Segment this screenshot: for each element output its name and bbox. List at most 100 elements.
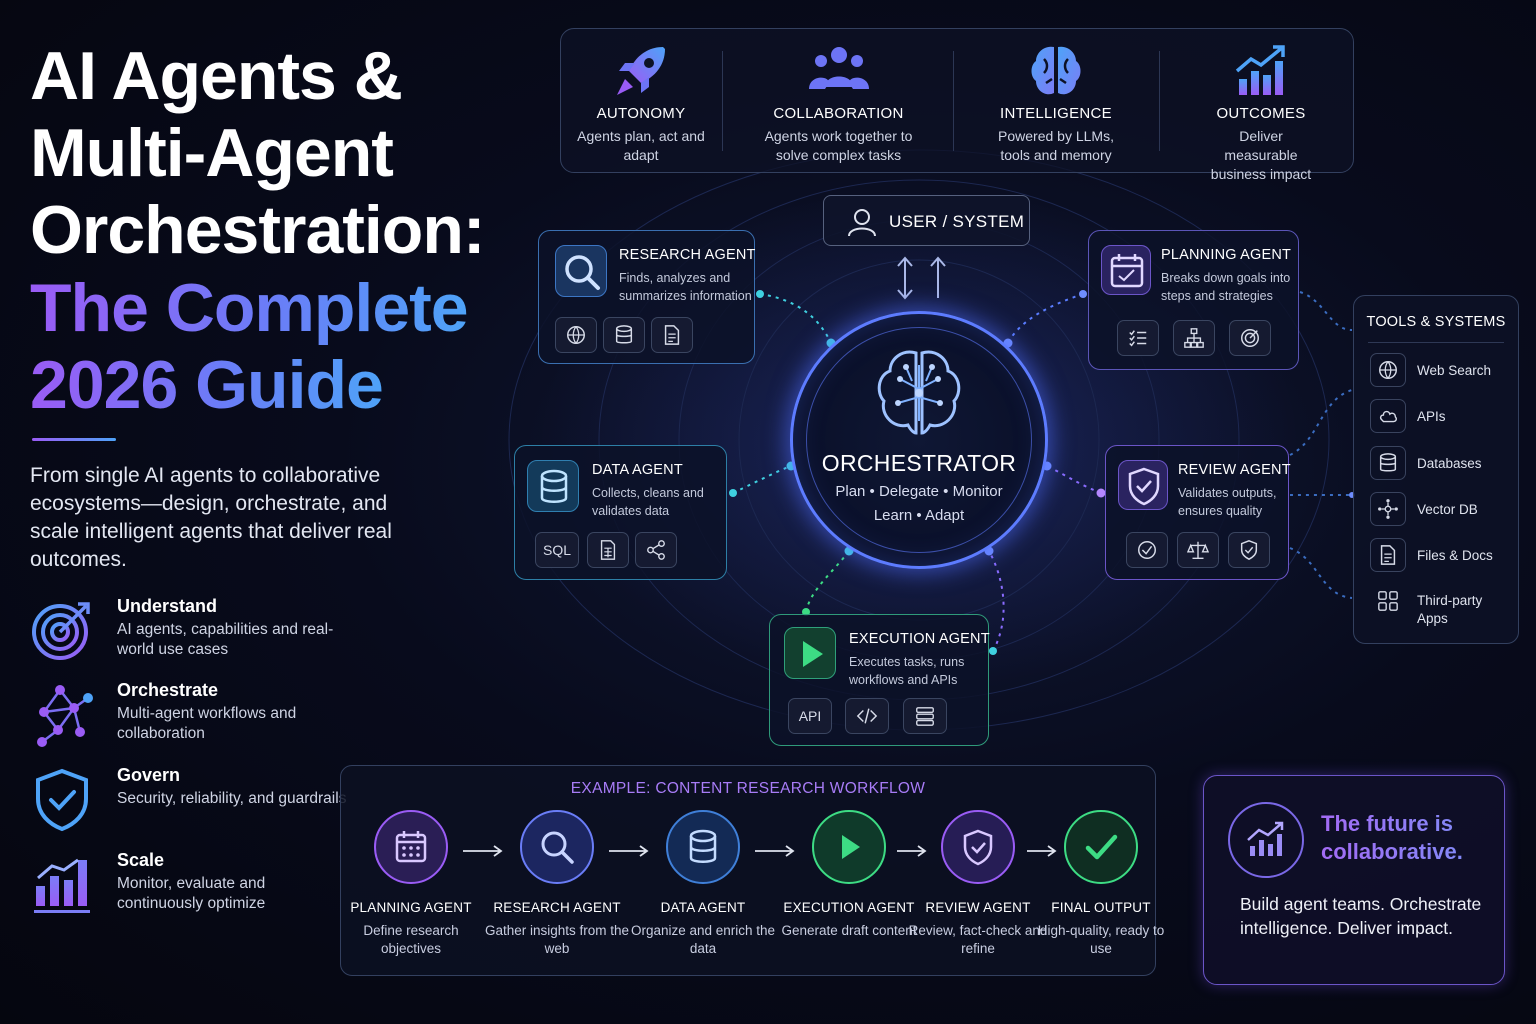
network-icon bbox=[37, 685, 93, 747]
step-desc: Gather insights from the web bbox=[484, 923, 630, 956]
page-title-line-3: Orchestration: bbox=[30, 192, 486, 268]
file-icon bbox=[1380, 545, 1396, 565]
execution-agent-title: EXECUTION AGENT bbox=[849, 631, 990, 647]
step-desc: Organize and enrich the data bbox=[630, 923, 776, 956]
future-callout: The future is collaborative. Build agent… bbox=[1203, 775, 1505, 985]
step-title: RESEARCH AGENT bbox=[493, 900, 621, 915]
check-circle-icon bbox=[1138, 541, 1156, 559]
database-icon bbox=[1379, 453, 1397, 472]
api-chip[interactable]: API bbox=[788, 698, 832, 734]
step-icon-circle bbox=[812, 810, 886, 884]
web-chip[interactable] bbox=[555, 317, 597, 353]
calendar-icon bbox=[1110, 254, 1144, 288]
banner-collaboration: COLLABORATION Agents work together to so… bbox=[746, 29, 931, 174]
shield-check-icon bbox=[1128, 467, 1160, 506]
vector-icon bbox=[1378, 499, 1398, 519]
orchestrator-inner-ring bbox=[806, 327, 1032, 553]
banner-title: INTELLIGENCE bbox=[1000, 105, 1112, 122]
bar-chart-icon bbox=[34, 858, 90, 913]
data-agent-title: DATA AGENT bbox=[592, 462, 683, 478]
step-title: PLANNING AGENT bbox=[350, 900, 472, 915]
target-chip[interactable] bbox=[1229, 320, 1271, 356]
tool-label: Web Search bbox=[1417, 363, 1492, 378]
shield-check-icon bbox=[963, 829, 993, 866]
step-title: REVIEW AGENT bbox=[925, 900, 1031, 915]
future-body: Build agent teams. Orchestrate intellige… bbox=[1240, 894, 1482, 938]
step-icon-circle bbox=[374, 810, 448, 884]
banner-desc: Deliver measurable business impact bbox=[1210, 128, 1312, 182]
banner-autonomy: AUTONOMY Agents plan, act and adapt bbox=[561, 29, 721, 174]
planning-agent-title: PLANNING AGENT bbox=[1161, 247, 1292, 263]
tool-files-docs[interactable]: Files & Docs bbox=[1370, 536, 1515, 574]
document-icon bbox=[664, 325, 680, 345]
step-icon-circle bbox=[941, 810, 1015, 884]
pillar-desc: Security, reliability, and guardrails bbox=[117, 790, 347, 807]
banner-title: AUTONOMY bbox=[596, 105, 686, 122]
tool-third-party-apps[interactable]: Third-party Apps bbox=[1370, 582, 1515, 632]
review-agent-card[interactable]: REVIEW AGENT Validates outputs, ensures … bbox=[1105, 445, 1291, 580]
database-icon bbox=[689, 829, 717, 863]
page-title-line-1: AI Agents & bbox=[30, 38, 403, 114]
hierarchy-icon bbox=[1184, 328, 1204, 348]
workflow-panel: EXAMPLE: CONTENT RESEARCH WORKFLOW PLANN… bbox=[340, 765, 1164, 976]
tool-label: Files & Docs bbox=[1417, 548, 1493, 563]
tool-web-search[interactable]: Web Search bbox=[1370, 351, 1515, 389]
globe-icon bbox=[567, 326, 585, 344]
checklist-chip[interactable] bbox=[1117, 320, 1159, 356]
check-chip[interactable] bbox=[1126, 532, 1168, 568]
shield-chip[interactable] bbox=[1228, 532, 1270, 568]
database-icon bbox=[615, 325, 633, 344]
step-icon-circle bbox=[520, 810, 594, 884]
share-chip[interactable] bbox=[635, 532, 677, 568]
magnifier-icon bbox=[565, 255, 600, 290]
tools-divider bbox=[1368, 342, 1504, 343]
step-desc: Review, fact-check and refine bbox=[908, 923, 1048, 956]
pillar-title: Govern bbox=[117, 765, 181, 785]
pillar-title: Scale bbox=[117, 850, 165, 870]
cloud-icon bbox=[1379, 410, 1397, 423]
document-chip[interactable] bbox=[651, 317, 693, 353]
tool-databases[interactable]: Databases bbox=[1370, 444, 1515, 482]
sql-chip[interactable]: SQL bbox=[535, 532, 579, 568]
banner-title: OUTCOMES bbox=[1216, 105, 1306, 122]
code-chip[interactable] bbox=[845, 698, 889, 734]
review-agent-desc: Validates outputs, ensures quality bbox=[1178, 486, 1277, 518]
planning-agent-card[interactable]: PLANNING AGENT Breaks down goals into st… bbox=[1088, 230, 1299, 370]
planning-agent-icon-box bbox=[1101, 245, 1151, 295]
rocket-icon bbox=[617, 47, 665, 95]
pillar-title: Understand bbox=[117, 596, 218, 616]
research-agent-card[interactable]: RESEARCH AGENT Finds, analyzes and summa… bbox=[538, 230, 755, 364]
pillar-govern: Govern Security, reliability, and guardr… bbox=[30, 765, 350, 841]
workflow-title: EXAMPLE: CONTENT RESEARCH WORKFLOW bbox=[570, 780, 926, 797]
spreadsheet-chip[interactable] bbox=[587, 532, 629, 568]
data-agent-icon-box bbox=[527, 460, 579, 512]
share-icon bbox=[647, 540, 665, 560]
step-title: FINAL OUTPUT bbox=[1051, 900, 1151, 915]
hierarchy-chip[interactable] bbox=[1173, 320, 1215, 356]
planning-agent-desc: Breaks down goals into steps and strateg… bbox=[1161, 271, 1291, 303]
workflow-arrow bbox=[1027, 845, 1057, 857]
data-agent-card[interactable]: DATA AGENT Collects, cleans and validate… bbox=[514, 445, 727, 580]
banner-intelligence: INTELLIGENCE Powered by LLMs, tools and … bbox=[976, 29, 1136, 174]
tool-vector-db[interactable]: Vector DB bbox=[1370, 490, 1515, 528]
tool-apis[interactable]: APIs bbox=[1370, 397, 1515, 435]
workflow-arrow bbox=[609, 845, 649, 857]
server-chip[interactable] bbox=[903, 698, 947, 734]
user-system-label: USER / SYSTEM bbox=[889, 212, 1025, 231]
user-system-box[interactable]: USER / SYSTEM bbox=[823, 195, 1030, 246]
research-agent-icon-box bbox=[555, 245, 607, 297]
apps-grid-icon bbox=[1378, 591, 1398, 611]
team-icon bbox=[808, 47, 869, 89]
balance-chip[interactable] bbox=[1177, 532, 1219, 568]
principles-banner: AUTONOMY Agents plan, act and adapt COLL… bbox=[560, 28, 1354, 182]
banner-divider bbox=[1159, 51, 1160, 151]
execution-agent-card[interactable]: EXECUTION AGENT Executes tasks, runs wor… bbox=[769, 614, 990, 746]
banner-divider bbox=[722, 51, 723, 151]
orchestrator-title: ORCHESTRATOR bbox=[821, 450, 1017, 476]
step-icon-circle bbox=[666, 810, 740, 884]
title-underline bbox=[32, 438, 116, 441]
orchestrator-brain-icon bbox=[877, 350, 961, 435]
database-chip[interactable] bbox=[603, 317, 645, 353]
pillar-desc: AI agents, capabilities and real-world u… bbox=[117, 621, 334, 658]
research-agent-desc: Finds, analyzes and summarizes informati… bbox=[619, 271, 752, 303]
